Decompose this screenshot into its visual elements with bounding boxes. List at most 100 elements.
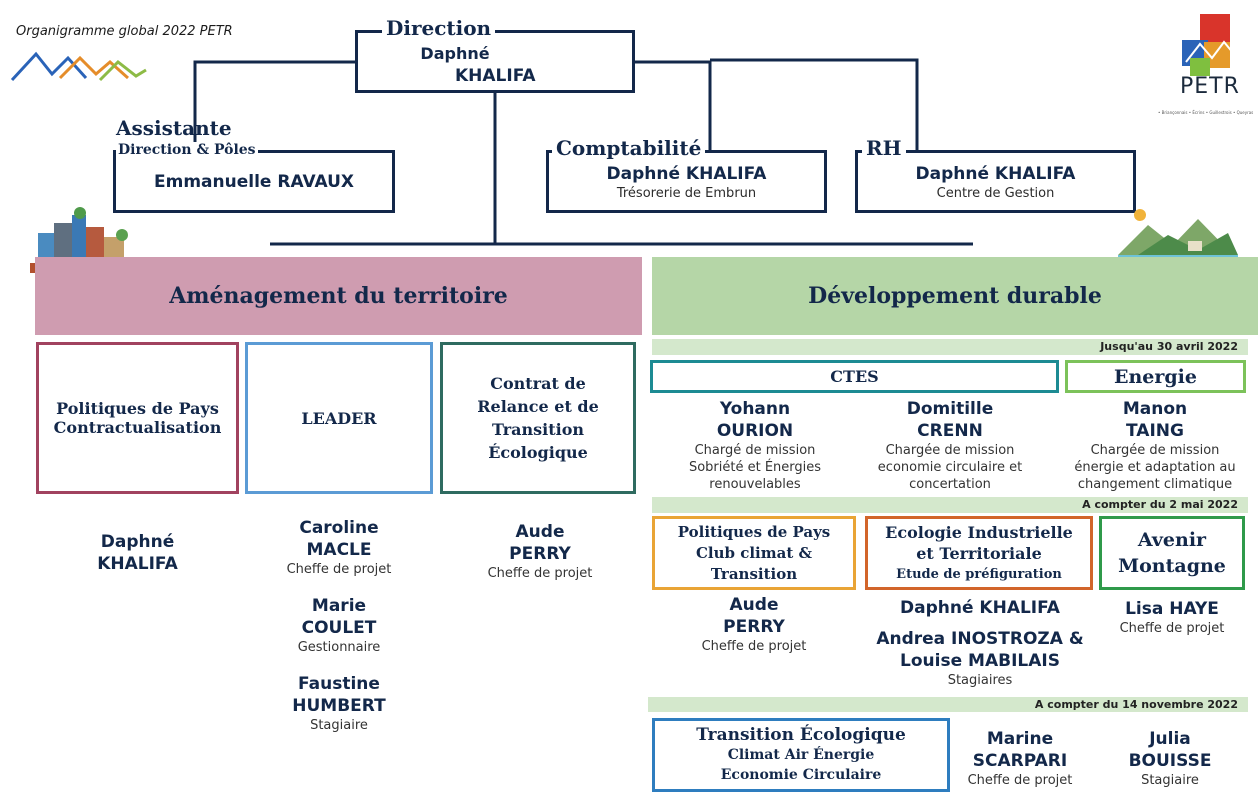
person-first: Domitille <box>906 399 994 419</box>
person-last: MACLE <box>306 540 372 560</box>
person-last: CRENN <box>917 421 983 441</box>
person-role-1: Chargée de mission <box>885 443 1015 458</box>
person-role: Stagiaires <box>947 673 1013 688</box>
politiques-climat-box: Politiques de Pays Club climat & Transit… <box>652 516 856 590</box>
ecologie-industrielle-box: Ecologie Industrielle et Territoriale Et… <box>865 516 1093 590</box>
person-last: TAING <box>1126 421 1184 441</box>
rh-box <box>855 150 1136 213</box>
person-first: Marie <box>311 596 367 616</box>
person-role-1: Chargée de mission <box>1090 443 1220 458</box>
energie-box: Energie <box>1065 360 1246 393</box>
person-role-3: changement climatique <box>1077 477 1233 492</box>
person-last: SCARPARI <box>972 751 1068 771</box>
ecologie-people: Daphné KHALIFA Andrea INOSTROZA & Louise… <box>850 597 1110 689</box>
person-role: Cheffe de projet <box>286 562 392 577</box>
politiques-climat-line2: Club climat & <box>695 543 813 562</box>
petr-logo: PETR • Briançonnais • Écrins • Guillestr… <box>1158 14 1258 124</box>
ecologie-line3: Etude de préfiguration <box>896 566 1062 582</box>
person-role-1: Chargé de mission <box>694 443 816 458</box>
person-name: Daphné KHALIFA <box>900 598 1060 618</box>
rh-sub: Centre de Gestion <box>936 186 1055 201</box>
person-first: Caroline <box>299 518 379 538</box>
person-role-2: economie circulaire et <box>877 460 1023 475</box>
ecologie-line2: et Territoriale <box>916 543 1042 563</box>
person-role: Stagiaire <box>1141 773 1199 788</box>
direction-last: KHALIFA <box>455 66 536 86</box>
comptabilite-sub: Trésorerie de Embrun <box>616 186 757 201</box>
person-role-3: renouvelables <box>709 477 801 492</box>
leader-line1: LEADER <box>301 408 377 428</box>
person-role: Stagiaire <box>310 718 368 733</box>
comptabilite-name: Daphné KHALIFA <box>606 164 767 184</box>
leader-box: LEADER <box>245 342 433 494</box>
transition-line3: Economie Circulaire <box>720 767 882 783</box>
person-name-2a: Andrea INOSTROZA & <box>876 629 1084 649</box>
person-first: Julia <box>1149 729 1191 749</box>
person-role: Cheffe de projet <box>487 566 593 581</box>
person-first: Yohann <box>719 399 791 419</box>
avenir-line2: Montagne <box>1118 555 1226 577</box>
direction-first: Daphné <box>420 44 490 63</box>
transition-person-1: Marine SCARPARI Cheffe de projet <box>955 728 1085 789</box>
amenagement-col3: Aude PERRY Cheffe de projet <box>440 521 640 582</box>
petr-logo-text: PETR <box>1180 74 1240 99</box>
mountains-logo <box>10 51 147 82</box>
avenir-line1: Avenir <box>1137 529 1207 551</box>
amenagement-header: Aménagement du territoire <box>35 257 642 335</box>
energie-person: Manon TAING Chargée de mission énergie e… <box>1060 398 1250 493</box>
direction-label: Direction <box>382 16 496 40</box>
avenir-person: Lisa HAYE Cheffe de projet <box>1099 598 1245 637</box>
ctes-box: CTES <box>650 360 1059 393</box>
ctes-person-2: Domitille CRENN Chargée de mission econo… <box>855 398 1045 493</box>
transition-line1: Transition Écologique <box>696 725 906 745</box>
person-name-2b: Louise MABILAIS <box>900 651 1060 671</box>
transition-line2: Climat Air Énergie <box>727 747 875 763</box>
petr-logo-tagline: • Briançonnais • Écrins • Guillestrois •… <box>1158 110 1254 115</box>
comptabilite-label: Comptabilité <box>552 136 706 160</box>
crte-line3: Transition <box>491 420 585 439</box>
person-first: Faustine <box>298 674 380 694</box>
person-last: BOUISSE <box>1128 751 1212 771</box>
ecologie-line1: Ecologie Industrielle <box>885 522 1073 542</box>
person-role-3: concertation <box>909 477 991 492</box>
petr-logo-mark <box>1182 14 1235 76</box>
person-last: COULET <box>301 618 377 638</box>
crte-box: Contrat de Relance et de Transition Écol… <box>440 342 636 494</box>
climat-person: Aude PERRY Cheffe de projet <box>652 594 856 655</box>
person-role-2: énergie et adaptation au <box>1074 460 1236 475</box>
politiques-climat-line3: Transition <box>710 564 798 583</box>
rh-name: Daphné KHALIFA <box>915 164 1076 184</box>
assistante-name: Emmanuelle RAVAUX <box>154 172 354 192</box>
person-role-2: Sobriété et Énergies <box>688 460 822 475</box>
politiques-pays-box: Politiques de Pays Contractualisation <box>36 342 239 494</box>
person-first: Aude <box>729 595 779 615</box>
assistante-label-2: Direction & Pôles <box>116 142 258 158</box>
amenagement-col1: Daphné KHALIFA <box>36 531 239 575</box>
connector-lines <box>193 58 973 246</box>
person-role: Cheffe de projet <box>1119 621 1225 636</box>
crte-line2: Relance et de <box>477 397 599 416</box>
avenir-montagne-box: Avenir Montagne <box>1099 516 1245 590</box>
person-last: OURION <box>716 421 794 441</box>
person-first: Aude <box>515 522 565 542</box>
person-first: Daphné <box>100 532 175 552</box>
person-role: Gestionnaire <box>297 640 381 655</box>
ctes-person-1: Yohann OURION Chargé de mission Sobriété… <box>660 398 850 493</box>
developpement-header: Développement durable <box>652 257 1258 335</box>
person-last: PERRY <box>509 544 571 564</box>
person-last: HUMBERT <box>292 696 386 716</box>
person-last: PERRY <box>723 617 785 637</box>
amenagement-col2: Caroline MACLE Cheffe de projet Marie CO… <box>245 517 433 734</box>
person-last: KHALIFA <box>97 554 178 574</box>
band-novembre: A compter du 14 novembre 2022 <box>648 697 1248 712</box>
direction-box <box>355 30 635 93</box>
politiques-pays-line1: Politiques de Pays <box>56 399 219 418</box>
crte-line4: Écologique <box>488 443 588 462</box>
crte-line1: Contrat de <box>490 374 586 393</box>
politiques-climat-line1: Politiques de Pays <box>677 522 831 541</box>
politiques-pays-line2: Contractualisation <box>53 418 222 437</box>
person-first: Manon <box>1122 399 1188 419</box>
transition-person-2: Julia BOUISSE Stagiaire <box>1095 728 1245 789</box>
rh-label: RH <box>862 136 906 160</box>
person-role: Cheffe de projet <box>701 639 807 654</box>
